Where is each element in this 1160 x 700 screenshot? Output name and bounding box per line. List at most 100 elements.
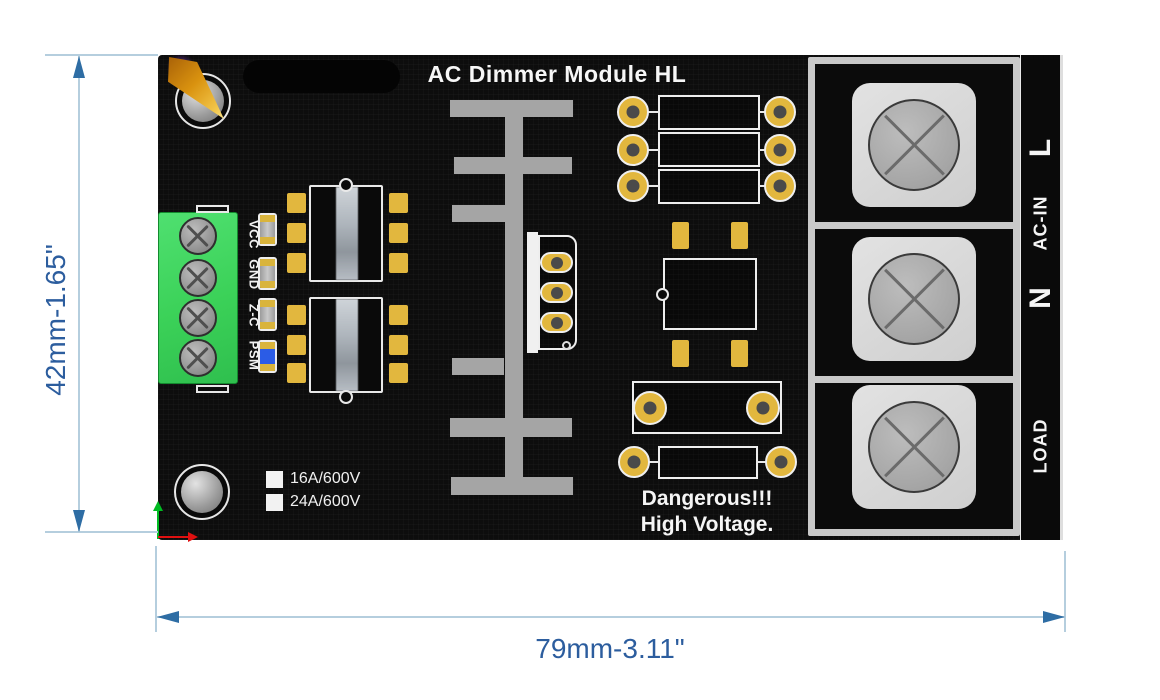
origin-arrow-up-icon — [153, 501, 163, 511]
solder-pad — [389, 335, 408, 355]
trace — [645, 111, 660, 113]
screw-terminal-vcc — [179, 217, 217, 255]
heatsink-fin — [452, 205, 505, 222]
label-neutral: N — [1023, 287, 1057, 309]
connector-tab — [196, 205, 229, 213]
terminal-label-strip: L AC-IN N LOAD — [1020, 55, 1063, 540]
ic-notch — [339, 178, 353, 192]
rating-row-24a: 24A/600V — [266, 493, 360, 511]
solder-pad — [389, 223, 408, 243]
through-hole-pad — [764, 96, 796, 128]
rating-label: 16A/600V — [290, 470, 361, 487]
ic-notch — [339, 390, 353, 404]
arrowhead-down-icon — [73, 510, 85, 532]
solder-pad — [389, 253, 408, 273]
rating-checkbox — [266, 470, 283, 488]
triac-pad — [540, 312, 573, 333]
solder-pad — [731, 340, 748, 367]
trace — [646, 461, 660, 463]
terminal-screw — [868, 253, 960, 345]
heatsink-spine — [505, 100, 523, 495]
silkscreen-pill — [243, 60, 400, 93]
solder-pad — [731, 222, 748, 249]
solder-pad — [287, 193, 306, 213]
solder-pad — [287, 363, 306, 383]
origin-axis-y — [157, 509, 159, 539]
heatsink-fin — [454, 157, 572, 174]
power-terminal-block — [808, 57, 1020, 536]
resistor-outline — [658, 132, 760, 167]
resistor-outline — [658, 95, 760, 130]
arrowhead-right-icon — [1043, 611, 1065, 623]
terminal-l — [852, 83, 976, 207]
through-hole-pad — [617, 170, 649, 202]
optocoupler-outline — [656, 258, 757, 330]
heatsink-fin — [450, 100, 573, 117]
smd-resistor — [258, 257, 277, 290]
width-dimension-line — [157, 616, 1065, 618]
solder-pad — [672, 222, 689, 249]
terminal-screw — [868, 401, 960, 493]
through-hole-pad — [633, 391, 667, 425]
smd-resistor — [258, 213, 277, 246]
heatsink-fin — [452, 358, 504, 375]
width-dimension-label: 79mm-3.11" — [535, 633, 685, 664]
solder-pad — [389, 193, 408, 213]
control-terminal-block — [158, 205, 238, 393]
extension-line-top — [45, 54, 158, 56]
resistor-outline — [658, 169, 760, 204]
fiducial-hole — [562, 341, 571, 350]
heatsink-fin — [451, 477, 573, 495]
through-hole-pad — [618, 446, 650, 478]
triac-pad — [540, 252, 573, 273]
label-load: LOAD — [1030, 418, 1050, 474]
board-title: AC Dimmer Module HL — [427, 61, 687, 87]
extension-line-left — [155, 546, 157, 632]
resistor-outline — [658, 446, 758, 479]
warning-line-1: Dangerous!!! — [641, 487, 773, 510]
triac-pad — [540, 282, 573, 303]
through-hole-pad — [764, 170, 796, 202]
through-hole-pad — [765, 446, 797, 478]
through-hole-pad — [617, 134, 649, 166]
height-dimension-label: 42mm-1.65" — [40, 244, 71, 396]
solder-pad — [287, 223, 306, 243]
terminal-screw — [868, 99, 960, 191]
height-dimension-line — [78, 56, 80, 532]
warning-line-2: High Voltage. — [640, 513, 774, 536]
extension-line-bottom — [45, 531, 158, 533]
trace — [645, 149, 660, 151]
screw-terminal-psm — [179, 339, 217, 377]
terminal-load — [852, 385, 976, 509]
label-ac-in: AC-IN — [1030, 195, 1050, 251]
through-hole-pad — [764, 134, 796, 166]
arrowhead-left-icon — [157, 611, 179, 623]
smd-component-blue — [258, 340, 277, 373]
arrowhead-up-icon — [73, 56, 85, 78]
label-line-l: L — [1023, 138, 1057, 158]
solder-pad — [287, 253, 306, 273]
heatsink-fin — [450, 418, 572, 437]
solder-pad — [287, 335, 306, 355]
terminal-divider — [815, 222, 1013, 229]
terminal-divider — [815, 376, 1013, 383]
ic-notch — [656, 288, 669, 301]
through-hole-pad — [617, 96, 649, 128]
terminal-n — [852, 237, 976, 361]
screw-terminal-zc — [179, 299, 217, 337]
mounting-hole-bottom-left — [174, 464, 230, 520]
pcb-board: AC Dimmer Module HL VCC GND Z-C PSM — [153, 55, 1063, 542]
high-voltage-warning: Dangerous!!! High Voltage. — [607, 486, 807, 538]
trace — [756, 461, 770, 463]
solder-pad — [389, 363, 408, 383]
origin-axis-x — [158, 536, 188, 538]
solder-pad — [672, 340, 689, 367]
trace — [645, 185, 660, 187]
ic-stripe — [336, 187, 358, 280]
rating-row-16a: 16A/600V — [266, 470, 360, 488]
solder-pad — [287, 305, 306, 325]
mounting-hole-core — [181, 471, 223, 513]
rating-label: 24A/600V — [290, 493, 361, 510]
ic-stripe — [336, 299, 358, 391]
